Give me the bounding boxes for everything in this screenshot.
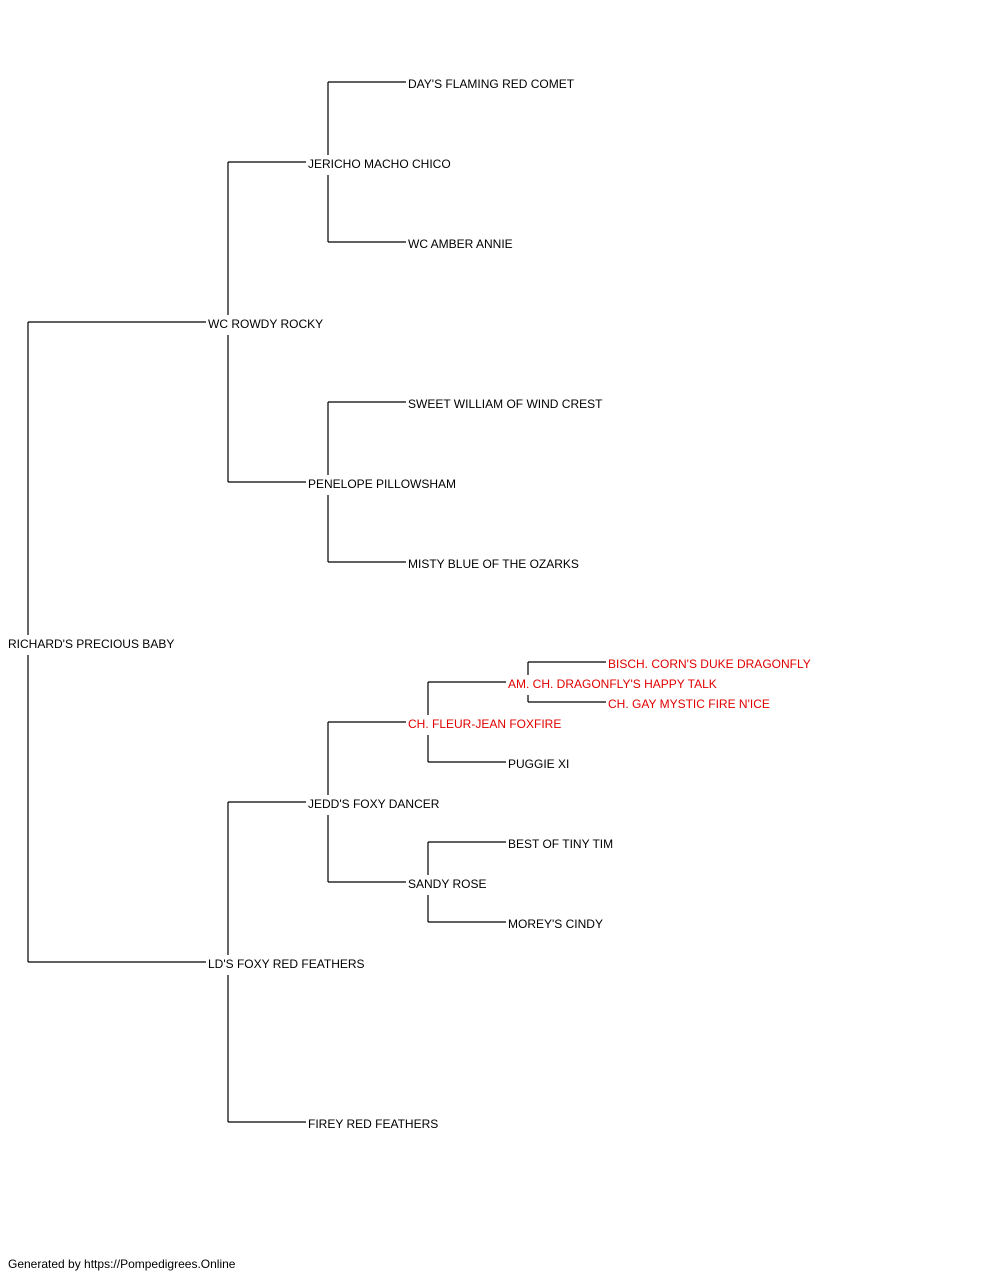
dog-name-bisch-corns-duke: BISCH. CORN'S DUKE DRAGONFLY	[608, 657, 813, 671]
dog-name-puggie-xi: PUGGIE XI	[508, 757, 572, 771]
dog-name-moreys-cindy: MOREY'S CINDY	[508, 917, 605, 931]
generated-by-footer: Generated by https://Pompedigrees.Online	[8, 1257, 236, 1271]
dog-name-misty-blue: MISTY BLUE OF THE OZARKS	[408, 557, 581, 571]
dog-name-ch-fleur-jean-foxfire: CH. FLEUR-JEAN FOXFIRE	[408, 717, 564, 731]
dog-name-sandy-rose: SANDY ROSE	[408, 877, 489, 891]
dog-name-richards-precious-baby: RICHARD'S PRECIOUS BABY	[8, 637, 177, 651]
dog-name-days-flaming-red-comet: DAY'S FLAMING RED COMET	[408, 77, 577, 91]
dog-name-wc-amber-annie: WC AMBER ANNIE	[408, 237, 515, 251]
dog-name-firey-red-feathers: FIREY RED FEATHERS	[308, 1117, 441, 1131]
dog-name-jericho-macho-chico: JERICHO MACHO CHICO	[308, 157, 453, 171]
dog-name-best-of-tiny-tim: BEST OF TINY TIM	[508, 837, 616, 851]
dog-name-sweet-william: SWEET WILLIAM OF WIND CREST	[408, 397, 605, 411]
dog-name-jedds-foxy-dancer: JEDD'S FOXY DANCER	[308, 797, 442, 811]
dog-name-penelope-pillowsham: PENELOPE PILLOWSHAM	[308, 477, 459, 491]
dog-name-am-ch-dragonfly: AM. CH. DRAGONFLY'S HAPPY TALK	[508, 677, 719, 691]
dog-name-ch-gay-mystic: CH. GAY MYSTIC FIRE N'ICE	[608, 697, 772, 711]
dog-name-wc-rowdy-rocky: WC ROWDY ROCKY	[208, 317, 326, 331]
dog-name-lds-foxy-red-feathers: LD'S FOXY RED FEATHERS	[208, 957, 367, 971]
